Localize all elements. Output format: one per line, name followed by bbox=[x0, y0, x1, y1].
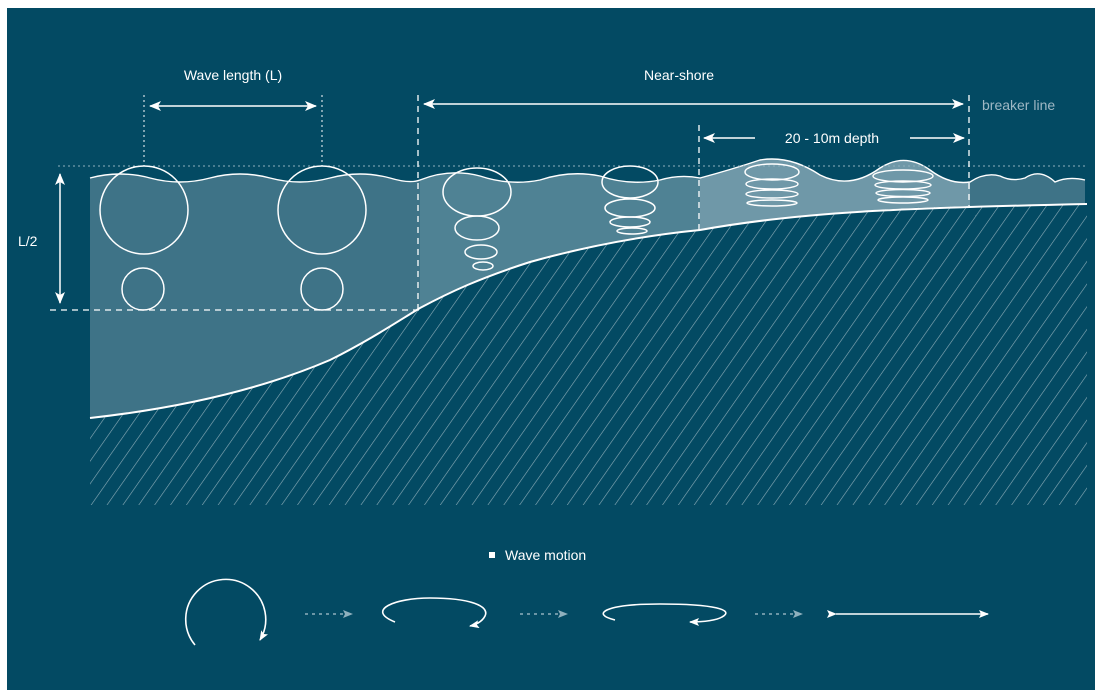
flat-elliptical-motion-icon bbox=[602, 603, 727, 626]
legend-label: Wave motion bbox=[505, 547, 586, 563]
seabed-line bbox=[89, 203, 1088, 419]
seabed-hatch bbox=[90, 204, 1087, 505]
nearshore-orbits bbox=[442, 165, 659, 271]
shallow-orbits bbox=[744, 163, 934, 207]
nearshore-label: Near-shore bbox=[644, 67, 714, 83]
circular-motion-icon bbox=[184, 578, 269, 646]
water-surface bbox=[89, 158, 1086, 184]
legend-marker bbox=[489, 552, 495, 558]
depth-label: 20 - 10m depth bbox=[785, 130, 879, 146]
wavelength-label: Wave length (L) bbox=[184, 67, 282, 83]
shallow-water-region bbox=[700, 159, 970, 230]
deep-water-region bbox=[90, 174, 420, 418]
nearshore-water-region bbox=[420, 172, 700, 308]
breaker-line-label: breaker line bbox=[982, 97, 1055, 113]
motion-sequence bbox=[184, 578, 989, 646]
elliptical-motion-icon bbox=[381, 597, 487, 629]
half-wavelength-label: L/2 bbox=[18, 233, 38, 249]
deep-water-orbits bbox=[99, 165, 367, 311]
